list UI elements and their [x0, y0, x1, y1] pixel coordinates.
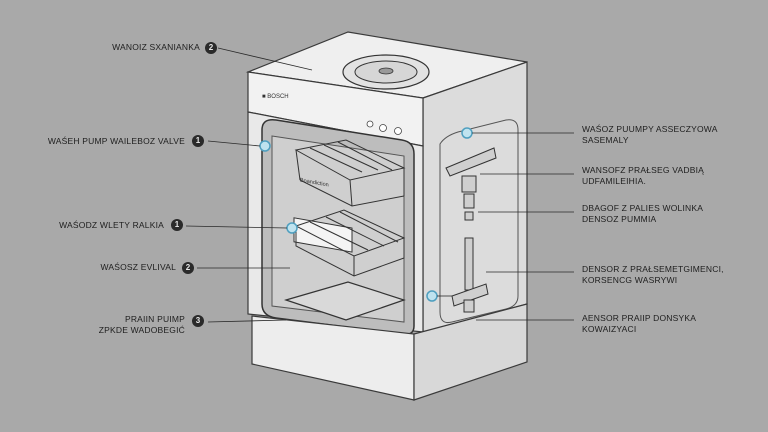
control-knob-1 [366, 120, 374, 128]
bottom-tray [283, 281, 406, 321]
side-window [439, 119, 519, 323]
control-knob-2 [379, 124, 387, 132]
callout-label-top: WANOIZ SXANIANKA [112, 42, 200, 52]
marker-valve [259, 140, 271, 152]
callout-number-inlet: 1 [171, 219, 183, 231]
callout-label-assembly: WAŚOZ PUUMPY ASSECZYOWA SASEMALY [582, 124, 718, 145]
marker-inlet [286, 222, 298, 234]
leader-lines [185, 47, 574, 323]
callout-label-valve: WAŚEH PUMP WAILEBOZ VALVE [47, 136, 185, 146]
lower-rack [294, 209, 406, 277]
control-knob-3 [394, 127, 402, 135]
upper-rack [294, 139, 406, 207]
marker-densor [426, 290, 438, 302]
callout-label-drain: PRAIIN PUIMP ZPKDE WADOBEGIĆ [98, 314, 185, 335]
callout-number-valve: 1 [192, 135, 204, 147]
callout-label-evival: WAŚOSZ EVLIVAL [100, 262, 176, 272]
marker-assembly [461, 127, 473, 139]
callout-label-aensor: AENSOR PRAIIP DONSYKA KOWAIZYACI [582, 313, 697, 334]
callout-label-pales: DBAGOF Z PALIES WOLINKA DENSOZ PUMMIA [582, 203, 704, 224]
callout-number-drain: 3 [192, 315, 204, 327]
callout-number-evival: 2 [182, 262, 194, 274]
callout-label-spray: WANSOFZ PRAŁSEG VADBIĄ UDFAMILEIHIA. [582, 165, 705, 186]
callout-label-densor: DENSOR Z PRAŁSEMETGIMENCI, KORSENCG WASR… [582, 264, 724, 285]
plinth-side [413, 303, 528, 401]
pump-assembly [445, 147, 497, 313]
brand-mark: ■ BOSCH [262, 94, 289, 100]
callout-number-top: 2 [205, 42, 217, 54]
callout-label-inlet: WAŚODZ WLETY RALKIA [59, 220, 164, 230]
